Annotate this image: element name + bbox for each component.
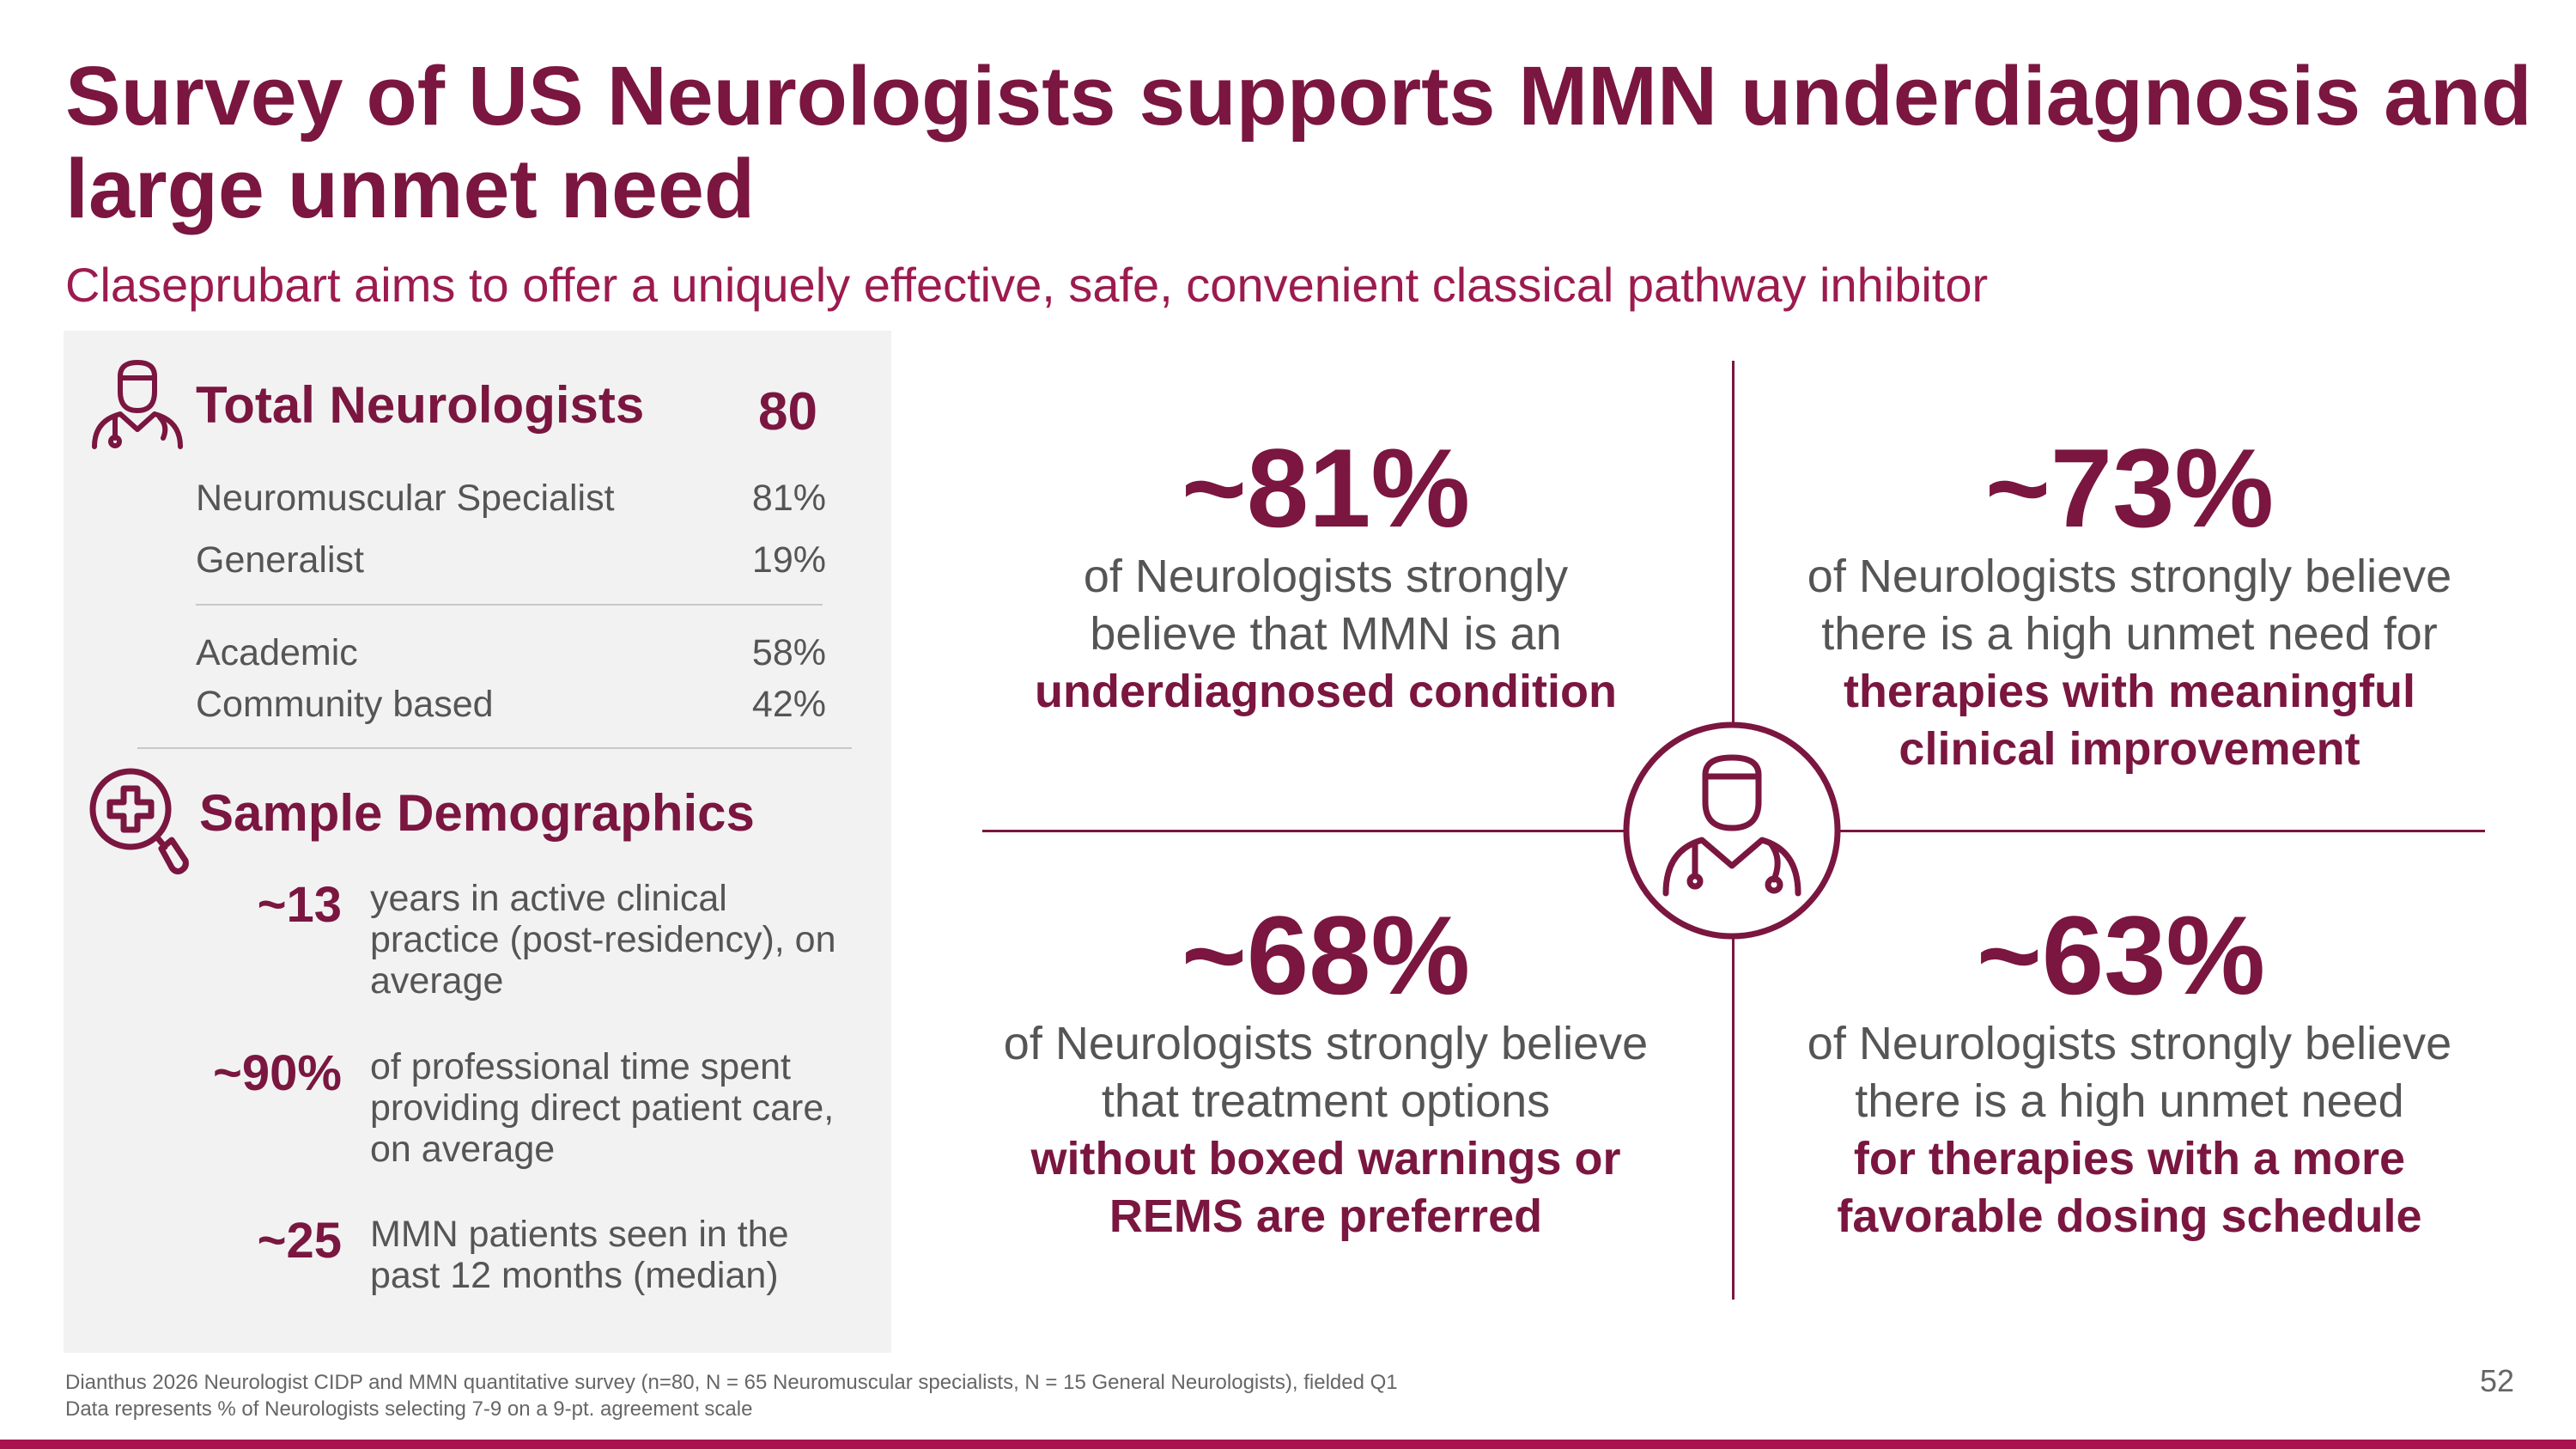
bottom-accent-bar <box>0 1440 2576 1449</box>
sample-demographics-title: Sample Demographics <box>199 784 755 842</box>
demographic-patients-value: ~25 <box>257 1213 342 1269</box>
demographic-patients-text: MMN patients seen in the past 12 months … <box>370 1214 789 1296</box>
demographic-time-text: of professional time spent providing dir… <box>370 1046 835 1170</box>
stat-boxed-warnings-pct: ~68% <box>1181 892 1471 1018</box>
stat-underdiagnosed-text: of Neurologists strongly believe that MM… <box>982 548 1669 721</box>
demographic-years-text: years in active clinical practice (post-… <box>370 878 836 1002</box>
row-value-neuromuscular: 81% <box>751 478 826 519</box>
demographic-time-value: ~90% <box>213 1045 342 1101</box>
total-neurologists-label: Total Neurologists <box>196 376 645 434</box>
row-label-community: Community based <box>196 684 494 725</box>
stat-boxed-warnings-emphasis: without boxed warnings or REMS are prefe… <box>1030 1133 1621 1242</box>
doctor-circle-icon <box>1623 721 1841 940</box>
page-subtitle: Claseprubart aims to offer a uniquely ef… <box>65 258 1989 312</box>
divider-setting <box>137 747 852 749</box>
stat-unmet-need-pct: ~73% <box>1984 425 2275 551</box>
footnote-source: Dianthus 2026 Neurologist CIDP and MMN q… <box>65 1371 1398 1394</box>
stat-unmet-need-emphasis: therapies with meaningful clinical impro… <box>1843 666 2416 775</box>
medical-search-icon <box>89 768 189 874</box>
page-number: 52 <box>2479 1363 2514 1398</box>
stat-underdiagnosed-emphasis: underdiagnosed condition <box>1035 666 1617 717</box>
stat-boxed-warnings-text: of Neurologists strongly believe that tr… <box>982 1015 1669 1245</box>
row-label-neuromuscular: Neuromuscular Specialist <box>196 478 615 519</box>
doctor-icon <box>92 360 183 449</box>
row-label-generalist: Generalist <box>196 539 364 581</box>
stat-underdiagnosed-pct: ~81% <box>1181 425 1471 551</box>
divider-specialty <box>196 604 823 606</box>
stat-unmet-need-text: of Neurologists strongly believe there i… <box>1786 548 2473 778</box>
stat-dosing-text: of Neurologists strongly believe there i… <box>1786 1015 2473 1245</box>
row-label-academic: Academic <box>196 632 358 673</box>
footnote-scale: Data represents % of Neurologists select… <box>65 1397 753 1421</box>
row-value-community: 42% <box>751 684 826 725</box>
demographic-years-value: ~13 <box>257 877 342 933</box>
stat-dosing-pct: ~63% <box>1976 892 2266 1018</box>
row-value-generalist: 19% <box>751 539 826 581</box>
total-neurologists-value: 80 <box>758 382 817 441</box>
row-value-academic: 58% <box>751 632 826 673</box>
survey-sample-panel <box>64 331 891 1353</box>
stat-dosing-emphasis: for therapies with a more favorable dosi… <box>1837 1133 2422 1242</box>
page-title: Survey of US Neurologists supports MMN u… <box>65 49 2532 235</box>
